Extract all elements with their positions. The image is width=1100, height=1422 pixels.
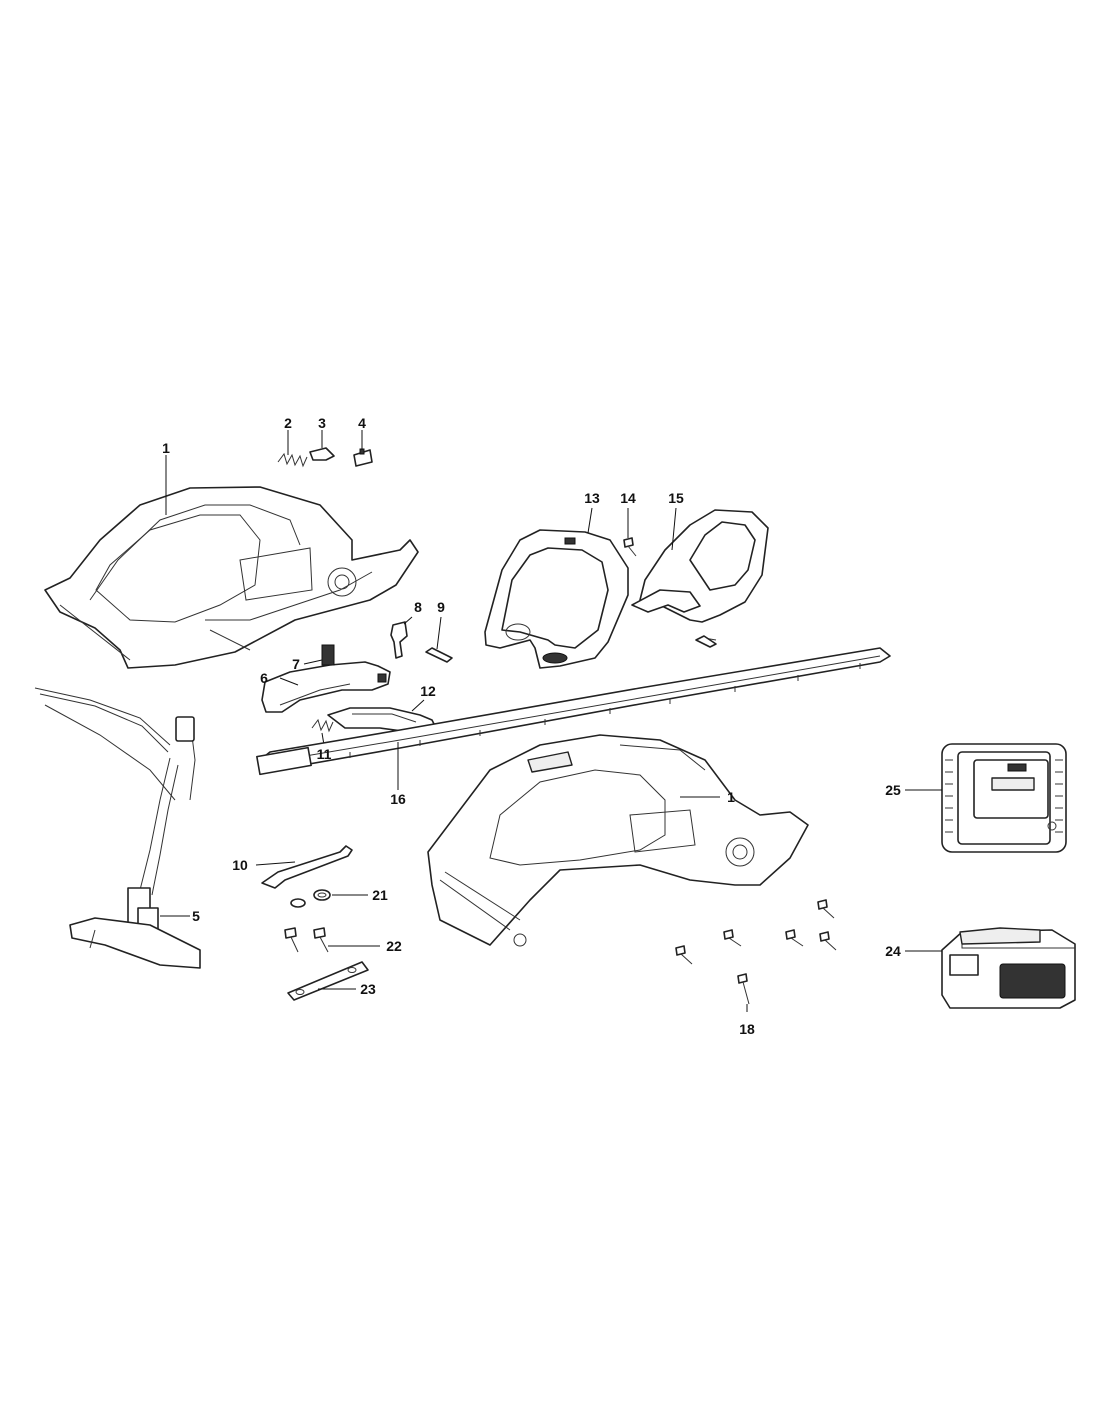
callout-12: 12	[420, 683, 436, 699]
callout-3: 3	[318, 415, 326, 431]
part-7-spring	[321, 644, 335, 666]
callout-6: 6	[260, 670, 268, 686]
callout-4: 4	[358, 415, 366, 431]
callout-7: 7	[292, 656, 300, 672]
callout-2: 2	[284, 415, 292, 431]
part-21-washers	[290, 889, 331, 908]
part-18-screws	[675, 899, 837, 1005]
part-6-lever	[261, 661, 391, 713]
callout-10: 10	[232, 857, 248, 873]
part-16-blade	[256, 647, 891, 776]
part-23-plate	[287, 961, 369, 1001]
callout-23: 23	[360, 981, 376, 997]
part-14-screw	[623, 537, 637, 557]
callout-11: 11	[317, 746, 332, 762]
callout-15: 15	[668, 490, 684, 506]
part-10-plate	[261, 845, 353, 889]
part-22-bolts	[284, 927, 329, 953]
part-15-handle-guard	[631, 509, 769, 648]
part-25-charger	[941, 743, 1067, 853]
part-2-spring	[277, 452, 308, 468]
callout-14: 14	[620, 490, 636, 506]
part-5-wiring-harness	[34, 687, 201, 969]
part-13-front-handle	[484, 529, 629, 669]
callout-25: 25	[885, 782, 901, 798]
callout-5: 5	[192, 908, 200, 924]
callout-24: 24	[885, 943, 901, 959]
callout-22: 22	[386, 938, 402, 954]
part-3-catch	[309, 447, 335, 461]
callout-13: 13	[584, 490, 600, 506]
callout-1a: 1	[162, 440, 170, 456]
callout-21: 21	[372, 887, 388, 903]
part-9-pin	[425, 647, 453, 663]
part-8-latch	[390, 621, 408, 659]
part-24-battery	[941, 927, 1076, 1009]
part-1-housing-left	[44, 486, 419, 669]
callout-16: 16	[390, 791, 406, 807]
callout-18: 18	[739, 1021, 755, 1037]
part-4-switch	[353, 448, 373, 467]
callout-9: 9	[437, 599, 445, 615]
callout-8: 8	[414, 599, 422, 615]
part-11-spring	[311, 718, 334, 733]
part-1-housing-right	[427, 734, 809, 947]
callout-labels: 1 2 3 4 5 6 7 8 9 10 11 12 13 14 15 16 1…	[162, 415, 901, 1037]
callout-1b: 1	[727, 789, 735, 805]
